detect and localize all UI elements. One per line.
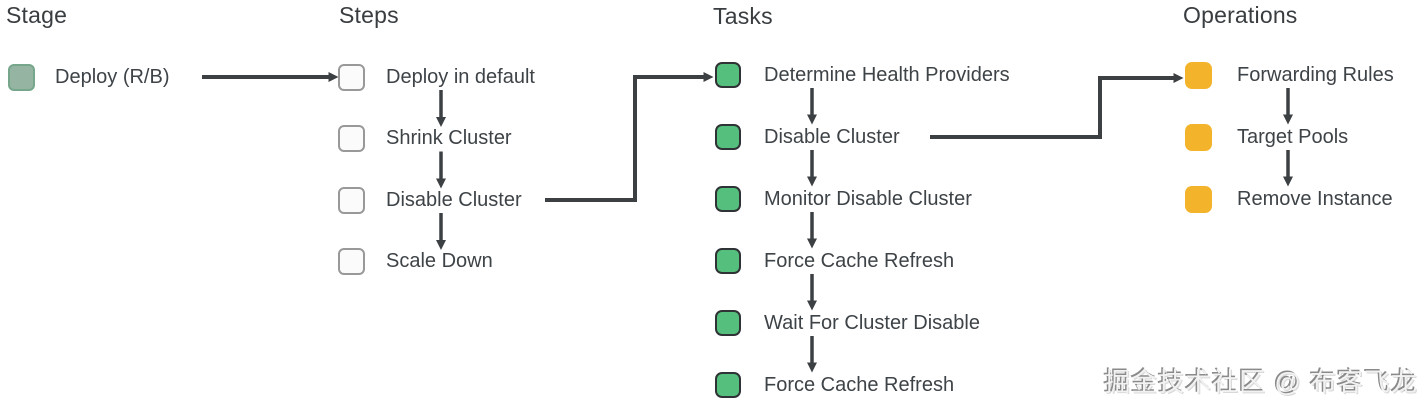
operation-item-label: Forwarding Rules <box>1237 63 1394 86</box>
step-item-shrink-cluster: Shrink Cluster <box>338 124 512 152</box>
step-item-label: Shrink Cluster <box>386 126 512 149</box>
task-item-label: Disable Cluster <box>764 125 900 148</box>
task-item-force-cache-refresh-1: Force Cache Refresh <box>715 247 954 275</box>
operation-item-forwarding-rules: Forwarding Rules <box>1185 61 1394 89</box>
task-item-label: Determine Health Providers <box>764 63 1010 86</box>
step-item-label: Deploy in default <box>386 65 535 88</box>
task-node-icon <box>715 186 741 212</box>
task-node-icon <box>715 62 741 88</box>
task-node-icon <box>715 372 741 398</box>
task-item-wait-for-cluster-disable: Wait For Cluster Disable <box>715 309 980 337</box>
operation-item-remove-instance: Remove Instance <box>1185 185 1393 213</box>
step-item-deploy-in-default: Deploy in default <box>338 63 535 91</box>
task-item-determine-health-providers: Determine Health Providers <box>715 61 1010 89</box>
step-item-label: Scale Down <box>386 249 493 272</box>
step-node-icon <box>338 247 365 275</box>
step-item-label: Disable Cluster <box>386 188 522 211</box>
step-node-icon <box>338 63 365 91</box>
task-node-icon <box>715 310 741 336</box>
task-item-force-cache-refresh-2: Force Cache Refresh <box>715 371 954 399</box>
step-node-icon <box>338 124 365 152</box>
connector-steps-disable-cluster-to-tasks <box>545 72 714 202</box>
step-item-scale-down: Scale Down <box>338 247 493 275</box>
operation-node-icon <box>1185 185 1212 213</box>
task-item-label: Force Cache Refresh <box>764 373 955 396</box>
operation-item-label: Remove Instance <box>1237 187 1393 210</box>
task-node-icon <box>715 124 741 150</box>
stage-node-icon <box>8 63 35 91</box>
task-item-disable-cluster: Disable Cluster <box>715 123 900 151</box>
task-item-monitor-disable-cluster: Monitor Disable Cluster <box>715 185 972 213</box>
operation-item-target-pools: Target Pools <box>1185 123 1348 151</box>
stage-item-deploy: Deploy (R/B) <box>8 63 169 91</box>
column-title-steps: Steps <box>339 2 399 28</box>
task-node-icon <box>715 248 741 274</box>
operation-node-icon <box>1185 123 1212 151</box>
watermark-text: 掘金技术社区 @ 布客飞龙 <box>1104 367 1418 397</box>
operation-item-label: Target Pools <box>1237 125 1349 148</box>
column-title-tasks: Tasks <box>713 3 773 29</box>
operation-node-icon <box>1185 61 1212 89</box>
task-item-label: Force Cache Refresh <box>764 249 955 272</box>
step-node-icon <box>338 186 365 214</box>
stage-item-label: Deploy (R/B) <box>55 65 170 88</box>
task-item-label: Monitor Disable Cluster <box>764 187 972 210</box>
column-title-operations: Operations <box>1183 2 1298 28</box>
column-title-stage: Stage <box>6 2 68 28</box>
step-item-disable-cluster: Disable Cluster <box>338 186 522 214</box>
task-item-label: Wait For Cluster Disable <box>764 311 980 334</box>
